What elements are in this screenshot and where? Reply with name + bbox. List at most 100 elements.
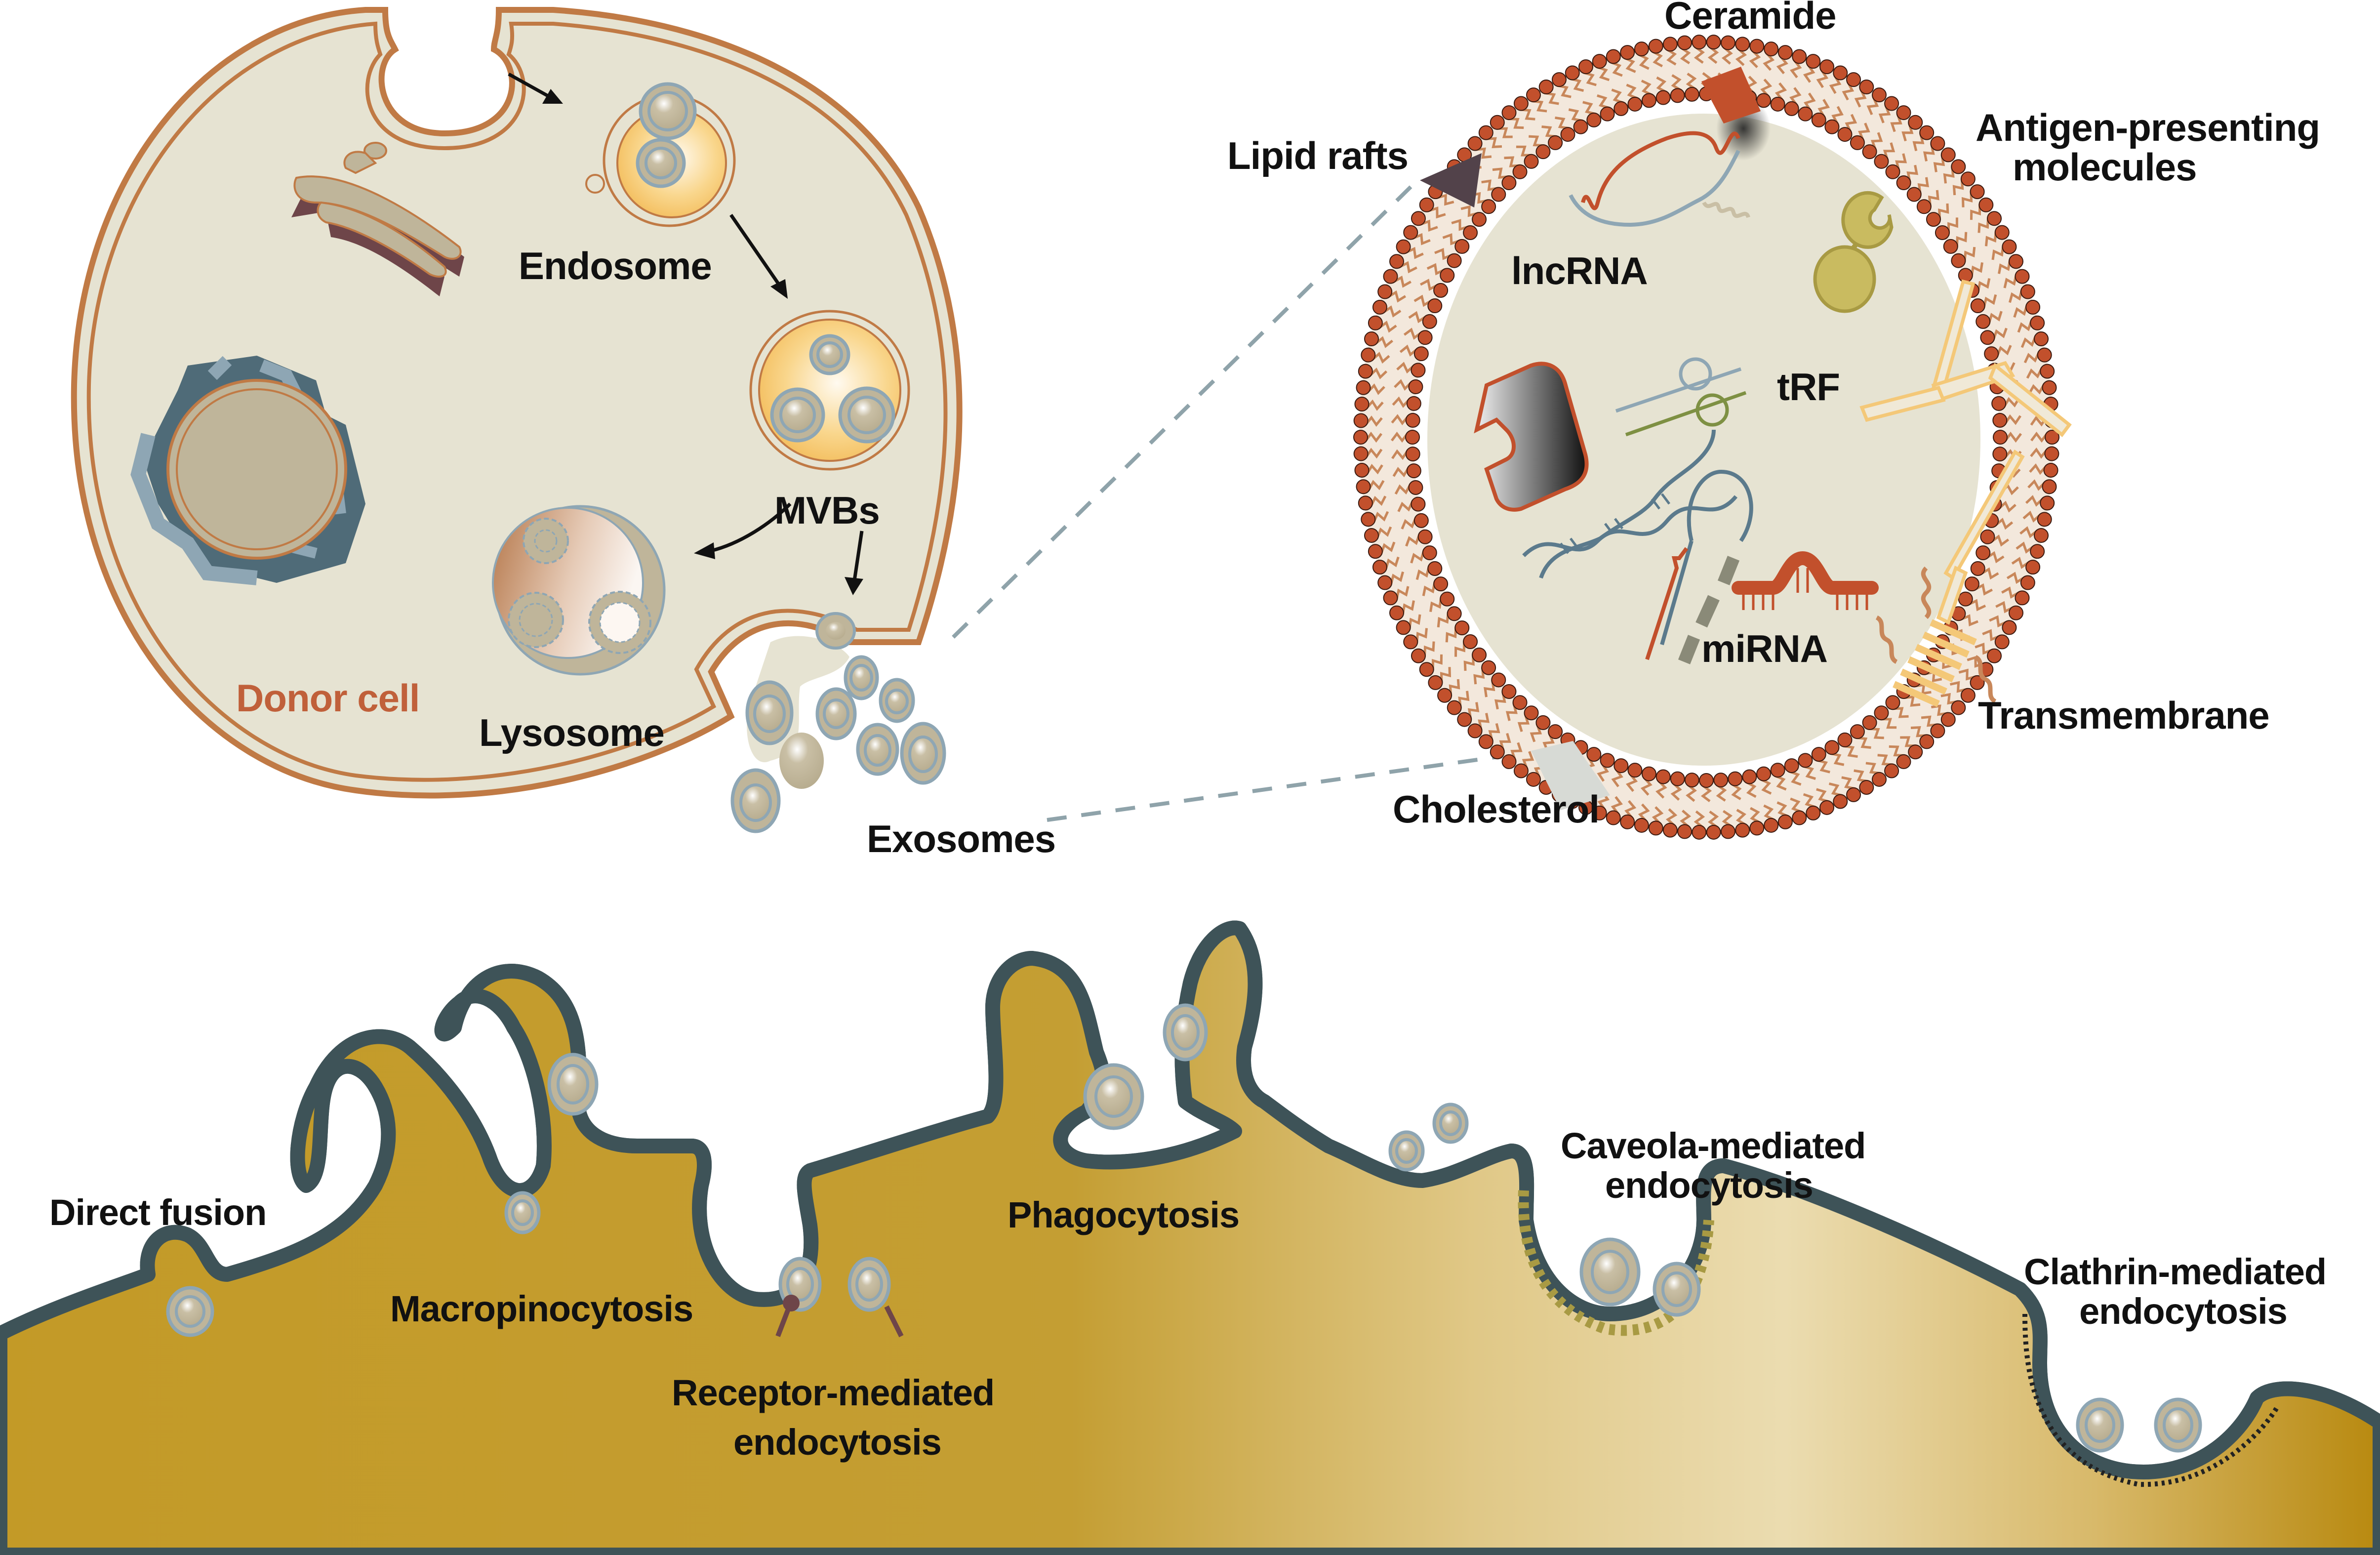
lipid-head [1916,199,1932,214]
lipid-head [1383,590,1398,606]
lipid-head [1850,724,1865,739]
lipid-head [1884,763,1899,778]
lipid-head [1798,753,1813,768]
lipid-head [1361,512,1376,527]
lipid-head [1586,112,1602,127]
lipid-head [1970,561,1985,576]
receptor-mediated-label-line1: Receptor-mediated [672,1372,994,1413]
lipid-head [1417,529,1433,544]
lipid-head [1472,647,1487,662]
lncrna-icon [1569,131,1750,227]
lipid-head [1777,45,1793,60]
lipid-head [2043,462,2058,478]
lipid-head [1859,80,1874,95]
lipid-head [2044,446,2059,461]
lipid-head [1361,347,1376,363]
caveolin-coat [1518,1190,1714,1336]
lipid-head [2037,347,2052,363]
lipid-head [2042,479,2057,494]
lipid-head [1437,688,1452,703]
antigen-presenting-label-line1: Antigen-presenting [1976,106,2320,149]
arrow-icon [508,72,563,104]
lipid-head [1884,96,1899,111]
ceramide-label: Ceramide [1664,0,1836,37]
lipid-raft-icon [1420,153,1482,207]
lipid-head [1427,561,1443,576]
lipid-head [1353,430,1368,445]
lipid-head [1670,771,1685,786]
phagocytosis-label: Phagocytosis [1008,1194,1239,1235]
lipid-head [2015,590,2030,606]
lipid-head [1926,212,1941,227]
lipid-head [1720,824,1735,839]
lysosome-label: Lysosome [479,711,664,754]
lipid-head [1874,154,1889,169]
lipid-head [1535,715,1551,730]
lipid-head [1846,72,1861,87]
lipid-head [1919,125,1935,140]
lipid-head [1833,65,1848,81]
lipid-head [2034,528,2049,543]
lipid-head [1720,35,1735,50]
lipid-head [1994,634,2010,650]
lipid-head [1358,495,1373,511]
lipid-head [1824,119,1840,134]
exosome-icon [745,680,794,745]
lipid-head [1491,187,1506,202]
lipid-head [1930,136,1945,151]
lipid-head [1994,225,2010,240]
exosome-icon [844,655,879,700]
lipid-head [1684,86,1699,102]
exosome-icon [547,1053,599,1116]
lipid-head [1993,430,2008,445]
lipid-head [1405,412,1420,428]
exosome-icon [815,687,857,740]
lipid-head [1670,88,1685,103]
lipid-head [1728,771,1743,786]
macropinocytosis-label: Macropinocytosis [390,1288,693,1329]
lipid-head [2040,495,2055,511]
lipid-head [1403,634,1418,650]
golgi-apparatus-icon [291,142,464,296]
exosome-icon [779,733,824,789]
lipid-head [1368,315,1383,330]
lipid-head [1526,772,1541,787]
lipid-head [1383,269,1398,284]
lipid-head [1951,253,1966,268]
lipid-head [1406,396,1421,411]
lipid-head [1885,695,1900,710]
y-receptor-icon [1859,279,2072,625]
lipid-head [1634,818,1649,833]
lipid-head [1377,284,1393,299]
exosome-icon [847,1257,891,1312]
lipid-head [1354,397,1370,412]
lipid-head [1353,446,1369,461]
lipid-head [2008,605,2023,620]
lipid-head [1501,684,1517,699]
lipid-head [1364,331,1379,347]
lipid-head [1614,101,1629,116]
lipid-head [1501,175,1517,191]
ceramide-icon [1701,67,1771,161]
lipid-head [1419,662,1434,677]
exosomes-label: Exosomes [867,817,1055,860]
clathrin-coat [2022,1313,2279,1487]
lipid-head [2015,269,2030,284]
receptor-mediated-label-line2: endocytosis [733,1422,941,1463]
lipid-head [1411,363,1426,378]
lipid-head [1560,127,1575,142]
lipid-head [1811,747,1826,762]
lipid-head [1960,171,1976,187]
lipid-head [1811,112,1826,127]
lipid-head [1565,65,1580,81]
lipid-head [1742,769,1757,784]
protein-icon [1474,362,1589,512]
clathrin-mediated-label-line1: Clathrin-mediated [2024,1251,2326,1292]
lipid-head [2037,512,2052,527]
mirna-label: miRNA [1701,627,1827,670]
lipid-head [1819,800,1835,815]
lipid-head [1354,462,1370,478]
lipid-head [1372,560,1387,575]
lipid-head [1908,744,1923,760]
